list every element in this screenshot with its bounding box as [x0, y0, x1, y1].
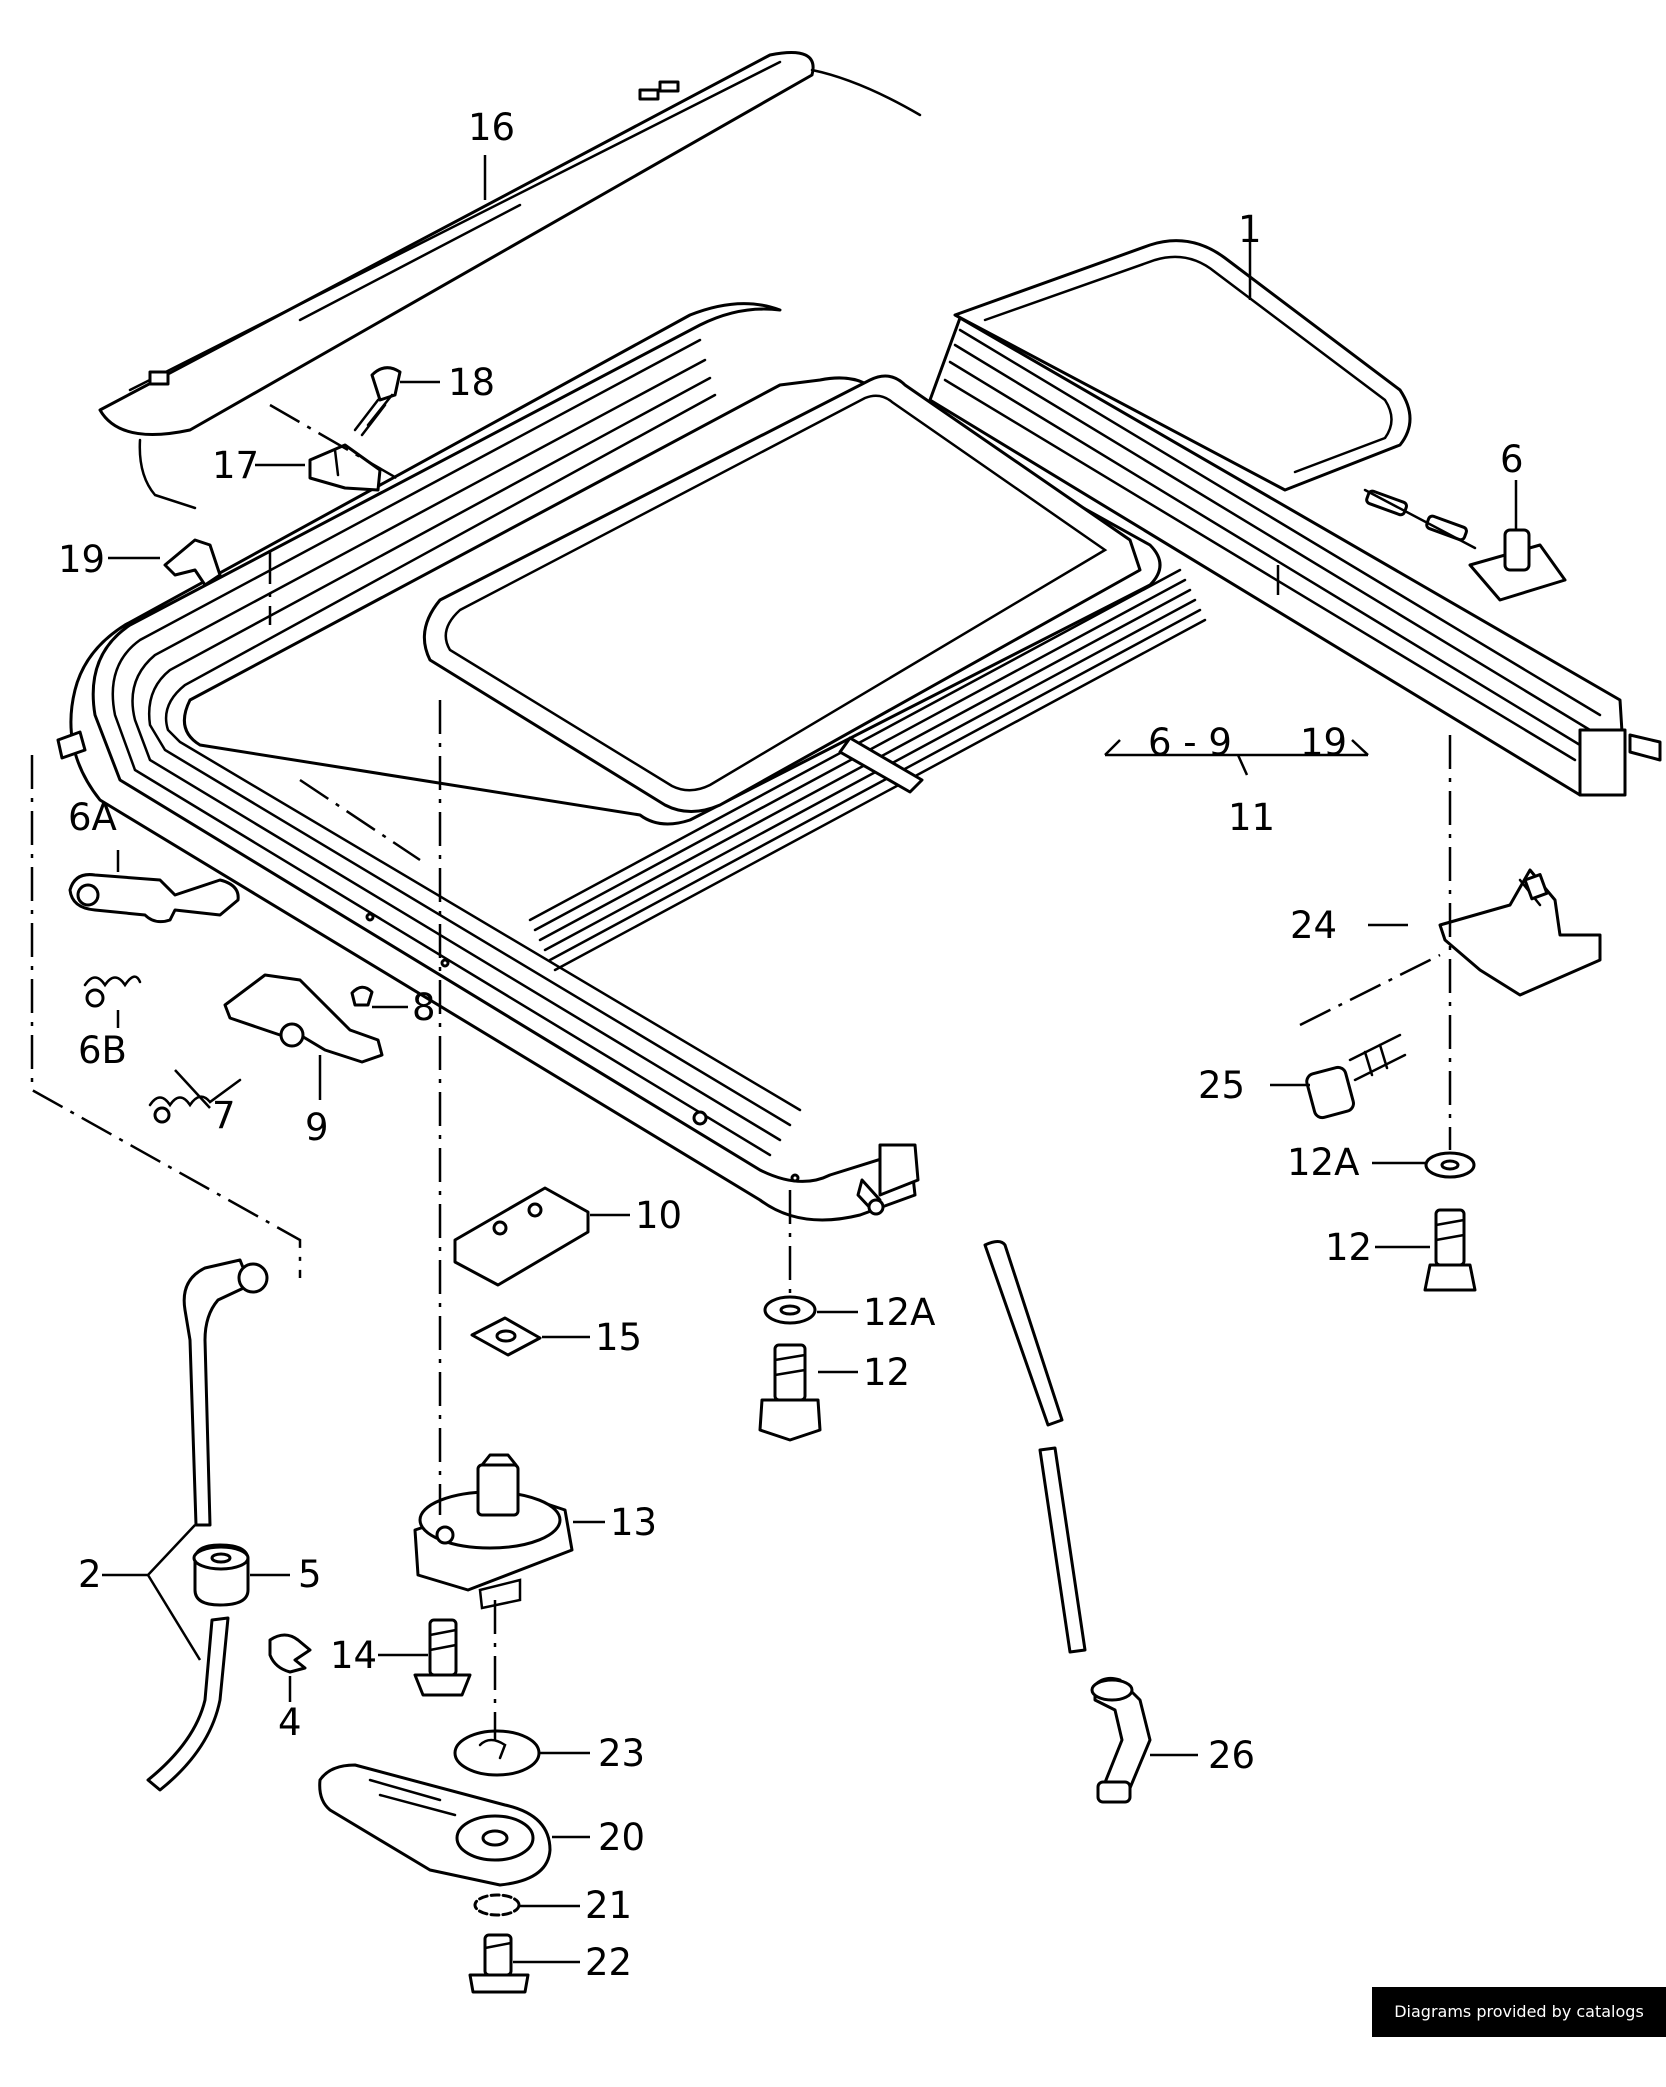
part-17-bracket — [308, 443, 382, 492]
label-12-mid: 12 — [863, 1351, 910, 1394]
part-16-wind-deflector — [98, 51, 922, 510]
label-18: 18 — [448, 361, 495, 404]
credit-banner: Diagrams provided by catalogs parts — [1372, 1987, 1666, 2071]
label-21: 21 — [585, 1884, 632, 1927]
part-6b-spring — [83, 975, 142, 1008]
part-12a-right-washer — [1424, 1151, 1476, 1179]
part-10-pad — [453, 1186, 590, 1287]
part-22-screw — [468, 1933, 530, 1994]
part-frame-guide-rails — [56, 302, 1662, 1222]
part-8-clip — [350, 985, 374, 1007]
label-17: 17 — [212, 444, 259, 487]
part-18-bolt — [353, 366, 402, 437]
part-9-guide — [223, 973, 384, 1064]
label-7: 7 — [212, 1094, 236, 1137]
exploded-parts-diagram: 16 1 18 17 6 19 6 - 9 19 11 6A 24 8 6B 2… — [30, 51, 1662, 1994]
label-5: 5 — [298, 1553, 322, 1596]
part-19-clip — [163, 538, 222, 587]
part-24-bracket — [1438, 868, 1602, 997]
part-1-glass-panel — [953, 239, 1412, 492]
label-6-9-group: 6 - 9 — [1148, 721, 1232, 764]
label-20: 20 — [598, 1816, 645, 1859]
part-12-right-screw — [1423, 1208, 1477, 1292]
label-6: 6 — [1500, 438, 1524, 481]
part-7-spring — [148, 1078, 242, 1124]
label-12-right: 12 — [1325, 1226, 1372, 1269]
label-24: 24 — [1290, 904, 1337, 947]
label-22: 22 — [585, 1941, 632, 1984]
label-26: 26 — [1208, 1734, 1255, 1777]
label-23: 23 — [598, 1732, 645, 1775]
part-6-slide — [1363, 488, 1567, 602]
label-11: 11 — [1228, 796, 1275, 839]
label-15: 15 — [595, 1316, 642, 1359]
part-6a-lever — [68, 873, 240, 924]
part-5-grommet — [192, 1543, 250, 1607]
part-12a-mid-washer — [763, 1295, 817, 1325]
assembly-lines — [30, 403, 1452, 1740]
label-2: 2 — [78, 1553, 102, 1596]
label-13: 13 — [610, 1501, 657, 1544]
label-16: 16 — [468, 106, 515, 149]
part-4-clip — [268, 1633, 312, 1674]
leader-lines — [102, 155, 1518, 1964]
label-1: 1 — [1238, 208, 1262, 251]
label-4: 4 — [278, 1701, 302, 1744]
label-25: 25 — [1198, 1064, 1245, 1107]
label-19-group: 19 — [1300, 721, 1347, 764]
part-2-drain-hose — [146, 1258, 269, 1792]
label-12a-mid: 12A — [863, 1291, 935, 1334]
part-labels: 16 1 18 17 6 19 6 - 9 19 11 6A 24 8 6B 2… — [58, 106, 1524, 1984]
label-9: 9 — [305, 1106, 329, 1149]
part-12-mid-bolt — [758, 1343, 822, 1442]
part-15-clip — [470, 1316, 542, 1357]
label-10: 10 — [635, 1194, 682, 1237]
part-14-screw — [413, 1618, 472, 1697]
label-6b: 6B — [78, 1029, 127, 1072]
label-19-left: 19 — [58, 538, 105, 581]
part-21-circlip — [473, 1893, 521, 1917]
label-12a-right: 12A — [1287, 1141, 1359, 1184]
label-8: 8 — [412, 986, 436, 1029]
label-6a: 6A — [68, 796, 117, 839]
part-26-drain-hose — [983, 1240, 1152, 1804]
part-25-screw — [1305, 1033, 1407, 1120]
part-13-drive — [413, 1453, 574, 1610]
label-14: 14 — [330, 1634, 377, 1677]
part-20-crank-handle — [318, 1763, 552, 1887]
part-23-washer — [453, 1729, 541, 1777]
